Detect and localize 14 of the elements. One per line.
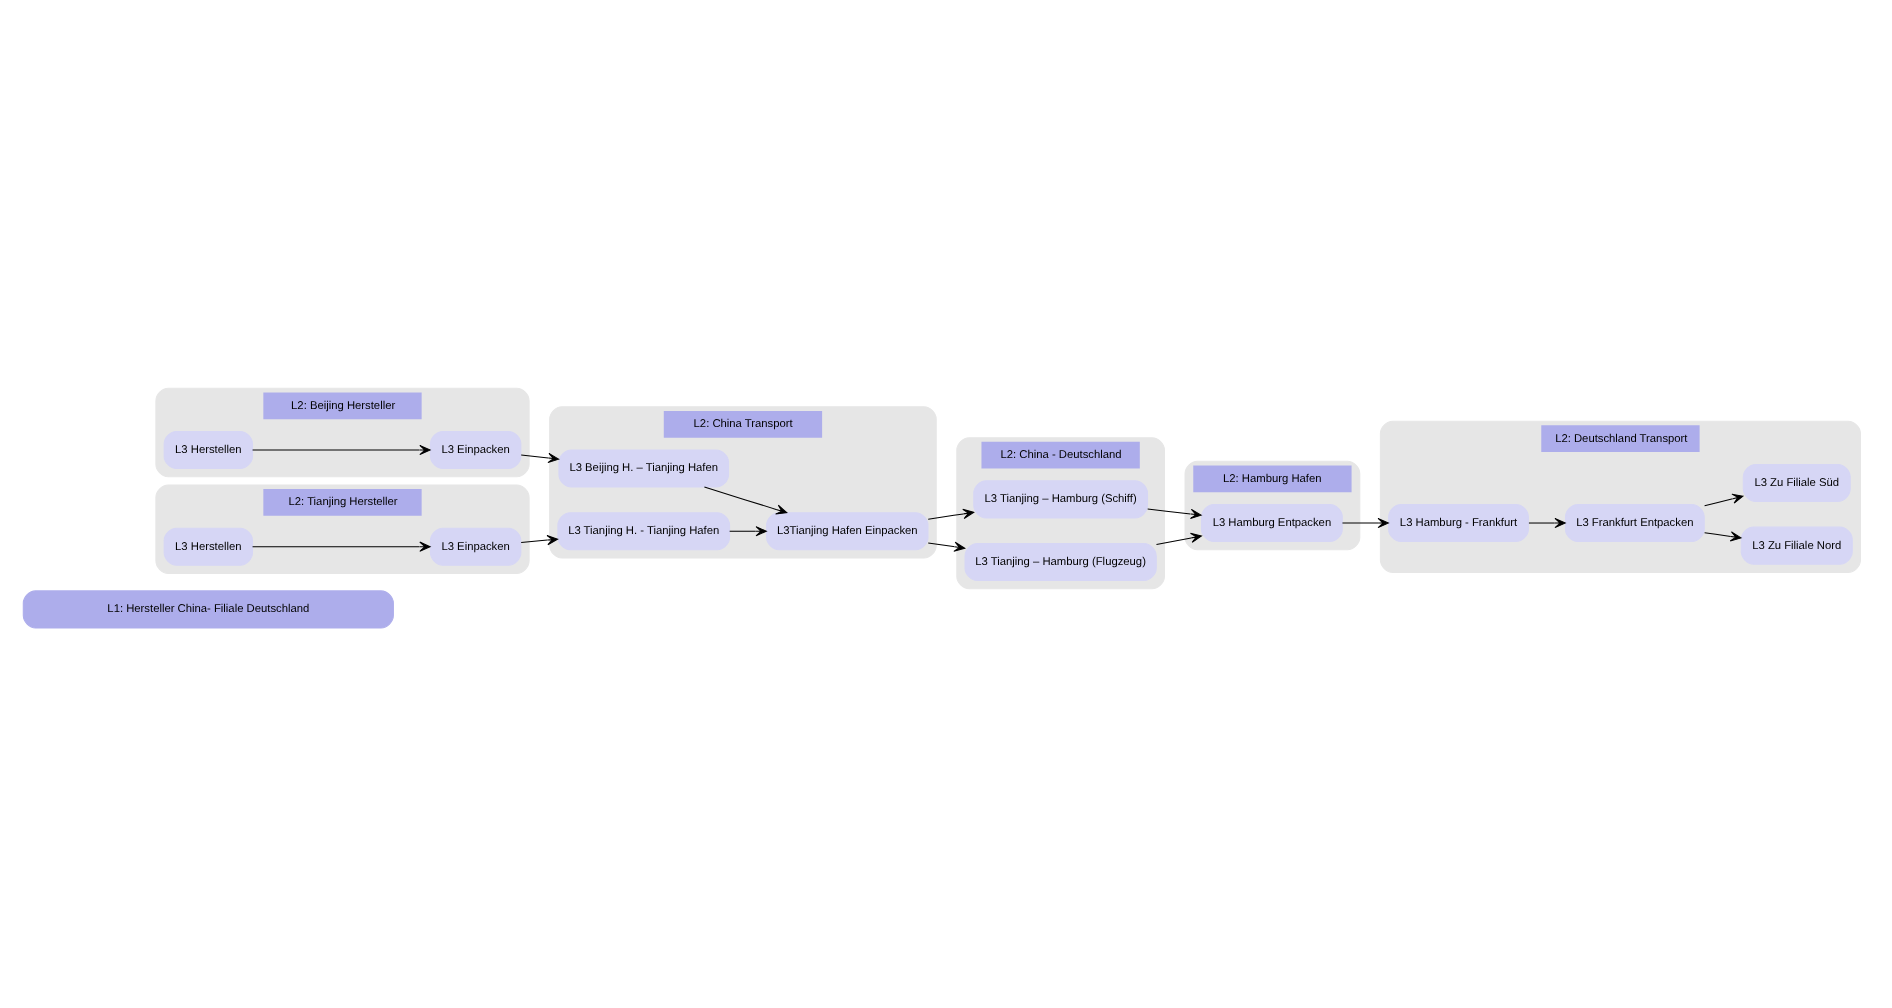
- arrow: [1704, 493, 1744, 507]
- arrow: [520, 452, 560, 464]
- arrow: [520, 534, 559, 546]
- arrow: [1704, 531, 1742, 542]
- arrow: [927, 508, 975, 520]
- arrow: [252, 444, 431, 456]
- arrow: [1155, 532, 1202, 545]
- arrow: [1341, 517, 1389, 529]
- arrow: [729, 526, 767, 537]
- arrow: [252, 541, 431, 552]
- arrow: [927, 541, 966, 552]
- arrow: [1528, 517, 1566, 529]
- arrow: [703, 486, 788, 515]
- arrow: [1147, 508, 1202, 520]
